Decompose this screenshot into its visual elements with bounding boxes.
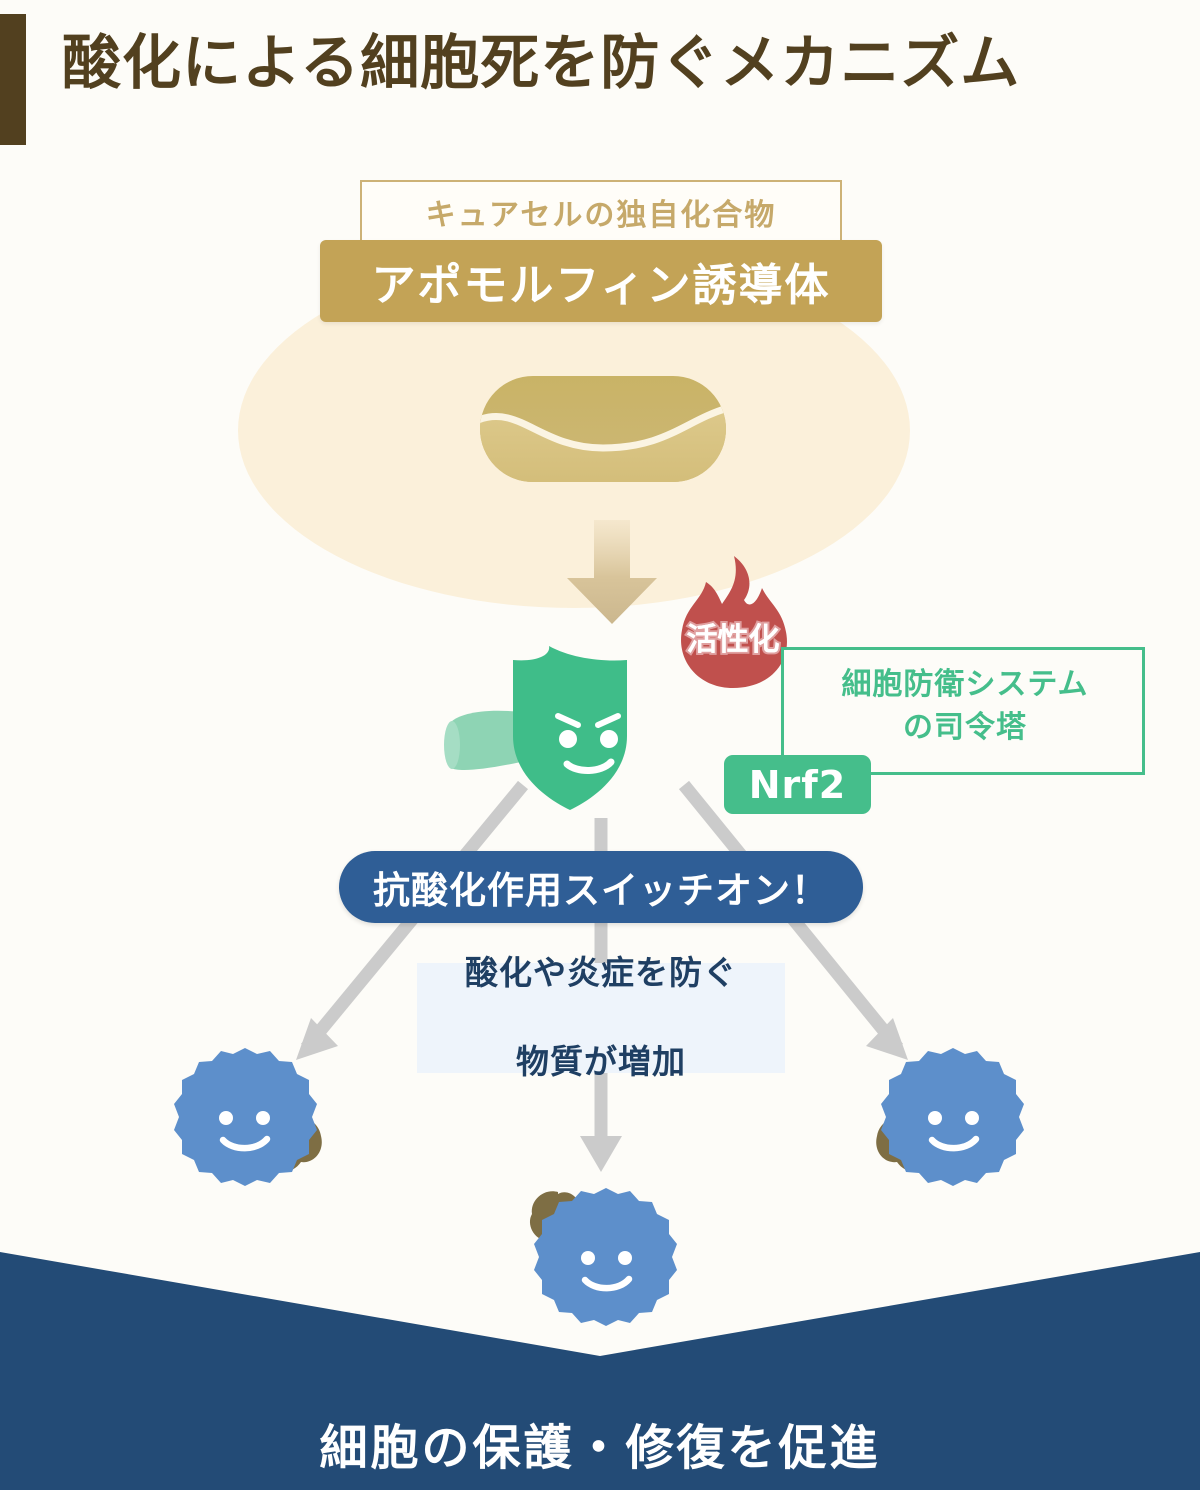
footer-chevron-shape [0, 1240, 1200, 1490]
antioxidant-switch-badge: 抗酸化作用スイッチオン！ [339, 851, 863, 923]
nrf2-callout-box [781, 647, 1145, 775]
footer-label: 細胞の保護・修復を促進 [319, 1420, 881, 1476]
antioxidant-switch-label: 抗酸化作用スイッチオン！ [373, 869, 829, 912]
protective-substances-box: 酸化や炎症を防ぐ 物質が増加 [417, 953, 785, 1081]
flow-arrow-compound-to-shield [562, 520, 662, 624]
flame-icon [668, 552, 798, 702]
cell-character-right [850, 1040, 1035, 1215]
compound-main-badge: アポモルフィン誘導体 [320, 240, 882, 322]
activation-label: 活性化 [686, 622, 780, 658]
protective-line1: 酸化や炎症を防ぐ [465, 953, 737, 993]
protective-substances-text: 酸化や炎症を防ぐ 物質が増加 [465, 951, 737, 1085]
nrf2-badge-label: Nrf2 [748, 762, 847, 807]
nrf2-callout-line1: 細胞防衛システム [841, 667, 1089, 702]
compound-sublabel-box: キュアセルの独自化合物 [360, 180, 842, 244]
cell-character-bottom [508, 1172, 693, 1347]
activation-label-outline: 活性化 [685, 620, 782, 660]
compound-main-text: アポモルフィン誘導体 [371, 260, 831, 311]
protective-line2: 物質が増加 [516, 1042, 686, 1082]
cell-character-left [163, 1040, 348, 1215]
title-accent-bar [0, 14, 26, 145]
compound-sublabel-text: キュアセルの独自化合物 [425, 198, 777, 233]
capsule-icon [478, 374, 728, 484]
nrf2-callout-line2: の司令塔 [903, 709, 1027, 745]
nrf2-badge: Nrf2 [724, 755, 871, 814]
page-title: 酸化による細胞死を防ぐメカニズム [62, 28, 1021, 97]
nrf2-callout-text: 細胞防衛システム の司令塔 [790, 664, 1140, 749]
shield-character-icon [443, 640, 683, 820]
